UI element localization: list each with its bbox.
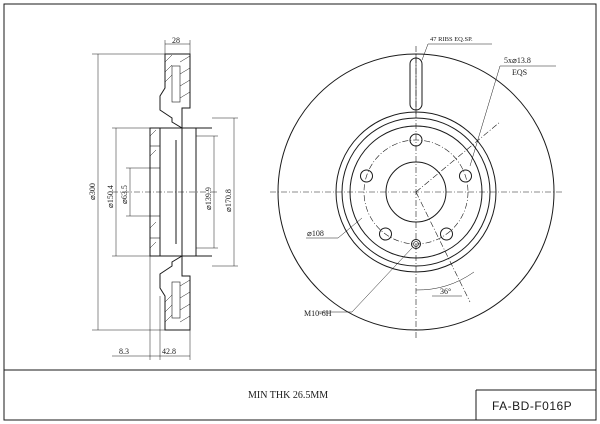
side-view-dimensions: 28 ⌀300 ⌀150.4 ⌀63.5 ⌀139.9 ⌀170.8 8.3 bbox=[88, 36, 238, 360]
holes-note: 5x⌀13.8 bbox=[504, 56, 531, 65]
dim-bore-diameter: ⌀63.5 bbox=[120, 185, 129, 204]
dim-top-width: 28 bbox=[172, 36, 180, 45]
min-thickness-note: MIN THK 26.5MM bbox=[248, 390, 328, 401]
pcd-label: ⌀108 bbox=[307, 229, 324, 238]
thread-label: M10-6H bbox=[304, 309, 332, 318]
drawing-frame bbox=[3, 3, 597, 421]
title-block: MIN THK 26.5MM FA-BD-F016P bbox=[4, 369, 596, 420]
dim-bottom-left: 8.3 bbox=[119, 347, 129, 356]
dim-bottom-right: 42.8 bbox=[162, 347, 176, 356]
ribs-note: 47 RIBS EQ.SP. bbox=[430, 36, 473, 43]
dim-pcd-diameter: ⌀139.9 bbox=[204, 187, 213, 210]
dim-hub-diameter: ⌀170.8 bbox=[224, 189, 233, 212]
angle-label: 36° bbox=[440, 287, 451, 296]
front-view bbox=[270, 43, 562, 338]
front-view-labels: 47 RIBS EQ.SP. 5x⌀13.8 EQS ⌀108 M10-6H 3… bbox=[304, 36, 531, 318]
part-number: FA-BD-F016P bbox=[492, 399, 572, 413]
dim-hat-diameter: ⌀150.4 bbox=[106, 185, 115, 208]
dim-outer-diameter: ⌀300 bbox=[88, 183, 97, 200]
side-section-view bbox=[112, 53, 218, 331]
holes-note-sub: EQS bbox=[512, 68, 527, 77]
